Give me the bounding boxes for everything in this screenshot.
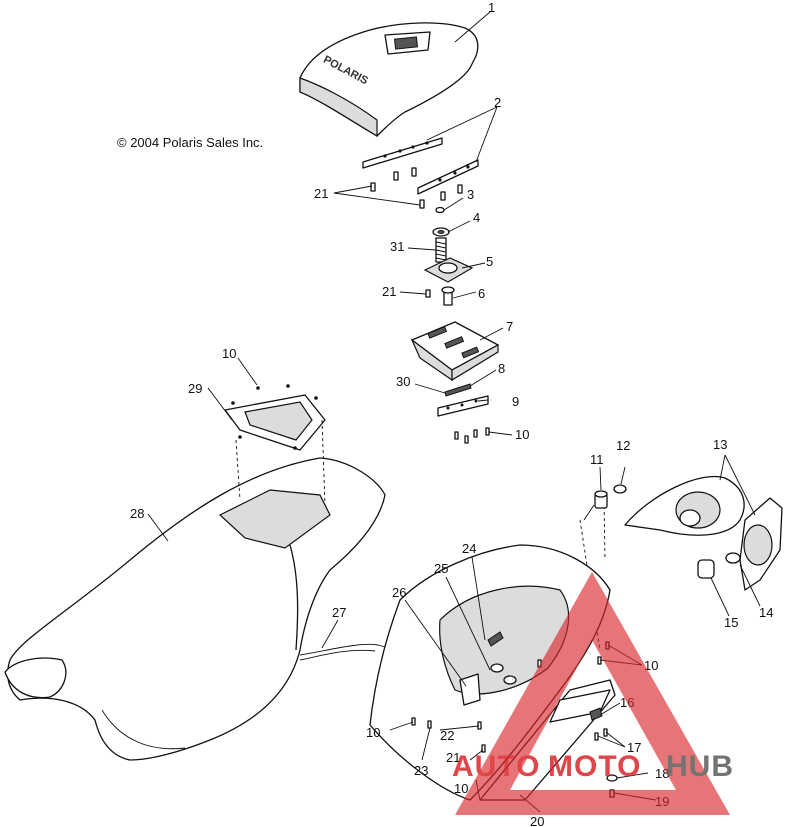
callout-5: 5 bbox=[486, 254, 493, 269]
copyright-text: © 2004 Polaris Sales Inc. bbox=[117, 135, 263, 150]
callout-10: 10 bbox=[515, 427, 529, 442]
watermark-auto: AUTO bbox=[452, 750, 540, 783]
callout-2: 2 bbox=[494, 95, 501, 110]
callout-1: 1 bbox=[488, 0, 495, 15]
callout-13: 13 bbox=[713, 437, 727, 452]
callout-15: 15 bbox=[724, 615, 738, 630]
callout-14: 14 bbox=[759, 605, 773, 620]
callout-21: 21 bbox=[314, 186, 328, 201]
part-28-seat bbox=[4, 457, 386, 761]
callout-8: 8 bbox=[498, 361, 505, 376]
callout-27: 27 bbox=[332, 605, 346, 620]
callout-29: 29 bbox=[188, 381, 202, 396]
part-8-9-30-hinge bbox=[437, 383, 490, 444]
part-2-brackets bbox=[362, 137, 479, 195]
callout-28: 28 bbox=[130, 506, 144, 521]
callout-21: 21 bbox=[382, 284, 396, 299]
callout-10: 10 bbox=[644, 658, 658, 673]
callout-17: 17 bbox=[627, 740, 641, 755]
callout-7: 7 bbox=[506, 319, 513, 334]
watermark: AUTO MOTO HUB bbox=[452, 572, 734, 815]
callout-30: 30 bbox=[396, 374, 410, 389]
callout-labels: 1 2 21 3 4 31 5 21 6 7 30 8 9 10 10 29 2… bbox=[130, 0, 773, 827]
callout-11: 11 bbox=[590, 452, 604, 467]
callout-10: 10 bbox=[454, 781, 468, 796]
callout-31: 31 bbox=[390, 239, 404, 254]
watermark-hub: HUB bbox=[666, 750, 734, 783]
watermark-moto: MOTO bbox=[548, 750, 641, 783]
part-24-fender bbox=[369, 544, 611, 801]
part-7-plate bbox=[410, 321, 499, 382]
callout-25: 25 bbox=[434, 561, 448, 576]
part-29-frame bbox=[224, 384, 326, 451]
part-13-taillight bbox=[624, 475, 783, 591]
callout-9: 9 bbox=[512, 394, 519, 409]
callout-12: 12 bbox=[616, 438, 630, 453]
watermark-triangle-icon bbox=[455, 572, 730, 815]
callout-20: 20 bbox=[530, 814, 544, 827]
part-21-screws bbox=[370, 167, 463, 209]
callout-26: 26 bbox=[392, 585, 406, 600]
callout-24: 24 bbox=[462, 541, 476, 556]
callout-10: 10 bbox=[366, 725, 380, 740]
callout-23: 23 bbox=[414, 763, 428, 778]
callout-6: 6 bbox=[478, 286, 485, 301]
callout-10: 10 bbox=[222, 346, 236, 361]
callout-3: 3 bbox=[467, 187, 474, 202]
part-1-cowl: POLARIS bbox=[299, 22, 479, 138]
part-11-12-fasteners bbox=[583, 484, 627, 521]
callout-4: 4 bbox=[473, 210, 480, 225]
callout-22: 22 bbox=[440, 728, 454, 743]
callout-21: 21 bbox=[446, 750, 460, 765]
part-3-6-mount-stack bbox=[423, 206, 474, 306]
